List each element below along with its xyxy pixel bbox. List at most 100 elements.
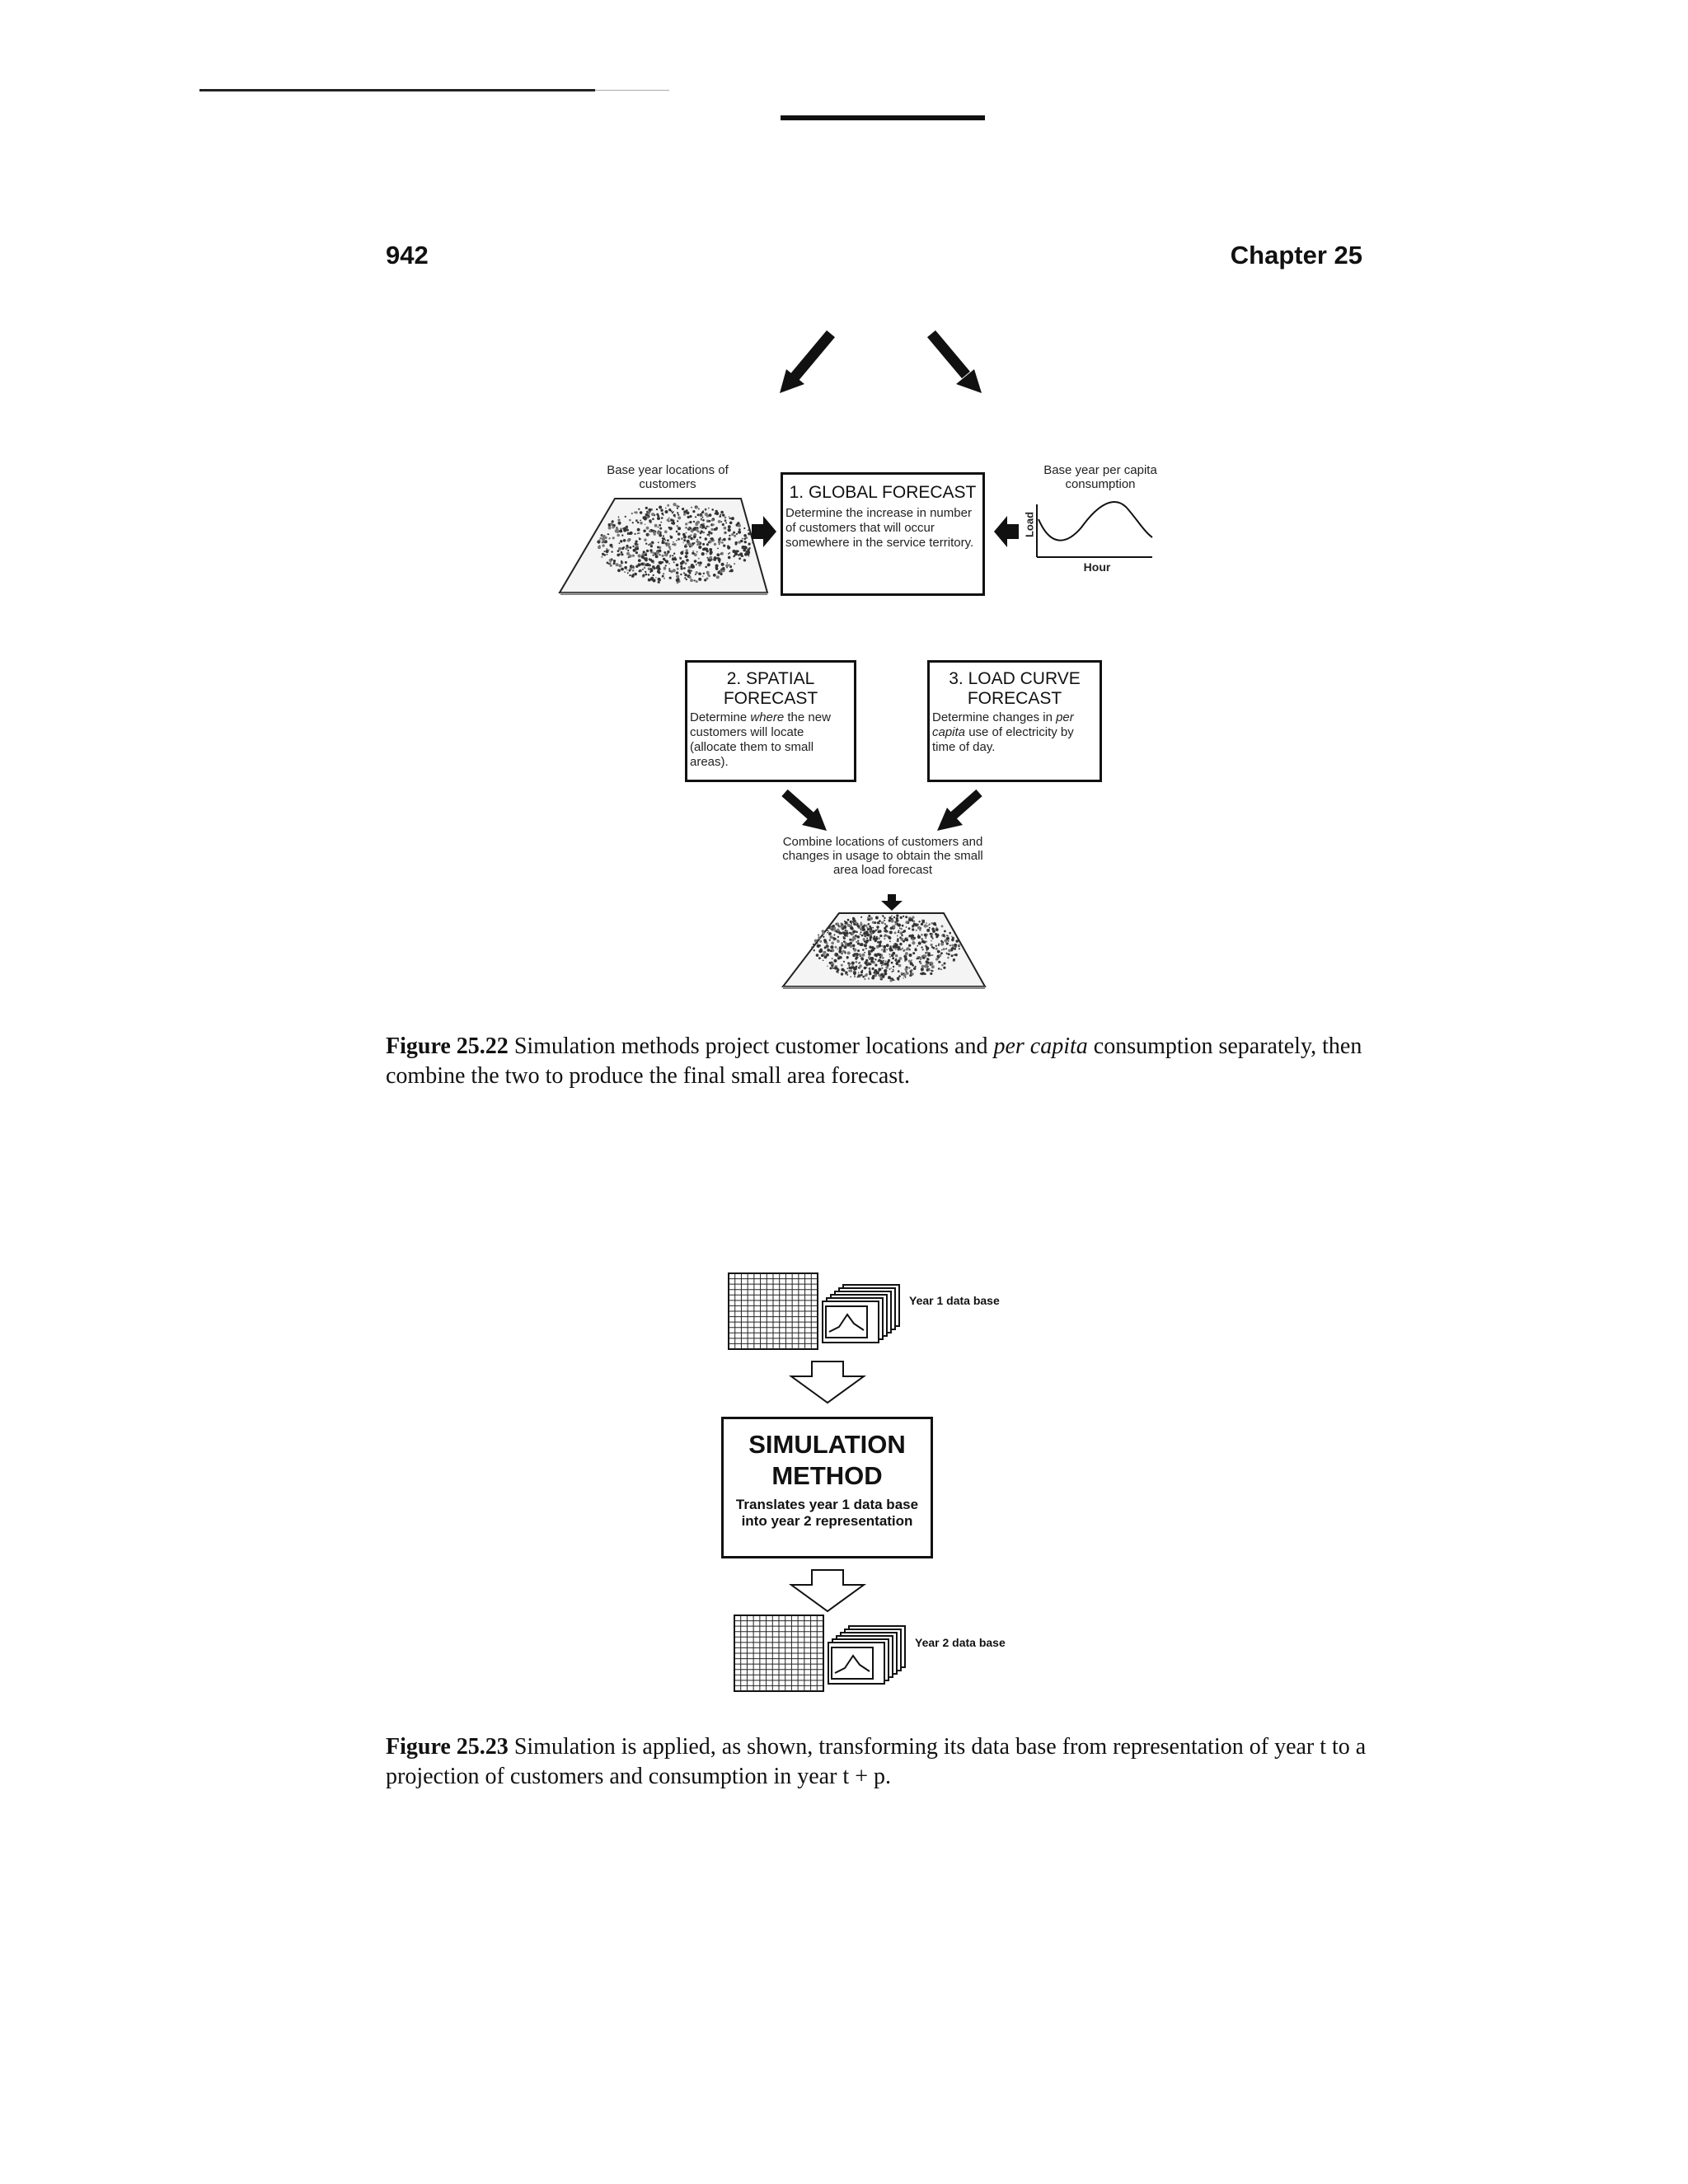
scatter-dot bbox=[838, 946, 842, 950]
scatter-dot bbox=[695, 506, 698, 509]
scatter-dot bbox=[892, 965, 895, 968]
scatter-dot bbox=[710, 537, 714, 541]
scatter-dot bbox=[684, 562, 687, 565]
scatter-dot bbox=[893, 943, 895, 945]
scatter-dot bbox=[678, 505, 680, 508]
scatter-dot bbox=[685, 523, 688, 526]
scatter-dot bbox=[895, 958, 898, 960]
scatter-dot bbox=[637, 559, 641, 562]
scatter-dot bbox=[948, 949, 951, 953]
scatter-dot bbox=[662, 573, 665, 575]
scatter-dot bbox=[743, 537, 746, 541]
scatter-dot bbox=[860, 916, 863, 918]
scatter-dot bbox=[645, 573, 648, 576]
scatter-dot bbox=[921, 964, 925, 968]
scatter-dot bbox=[905, 952, 908, 955]
scatter-dot bbox=[940, 943, 943, 945]
scatter-dot bbox=[855, 957, 858, 960]
scatter-dot bbox=[881, 944, 884, 947]
scatter-dot bbox=[941, 949, 943, 951]
scatter-dot bbox=[617, 550, 620, 552]
scatter-dot bbox=[706, 543, 709, 546]
scatter-dot bbox=[884, 972, 888, 976]
scatter-dot bbox=[690, 569, 692, 572]
scatter-dot bbox=[889, 930, 893, 935]
scatter-dot bbox=[846, 956, 849, 959]
scatter-dot bbox=[640, 562, 644, 566]
scatter-dot bbox=[869, 945, 872, 949]
scatter-dot bbox=[654, 523, 658, 527]
scatter-dot bbox=[705, 527, 707, 530]
scatter-dot bbox=[706, 563, 710, 567]
axis-label-hour: Hour bbox=[1083, 560, 1111, 574]
scatter-dot bbox=[884, 930, 885, 932]
scatter-dot bbox=[682, 541, 684, 544]
scatter-dot bbox=[673, 513, 676, 517]
scatter-dot bbox=[678, 513, 680, 516]
scatter-dot bbox=[928, 968, 931, 972]
scatter-dot bbox=[638, 508, 640, 510]
scatter-dot bbox=[947, 940, 950, 942]
scatter-dot bbox=[946, 935, 948, 936]
top-rule-fade bbox=[595, 90, 669, 91]
scatter-dot bbox=[859, 933, 861, 935]
scatter-dot bbox=[898, 947, 901, 950]
scatter-dot bbox=[953, 958, 955, 961]
scatter-dot bbox=[873, 971, 876, 974]
scatter-dot bbox=[752, 541, 753, 544]
scatter-dot bbox=[645, 563, 649, 567]
scatter-dot bbox=[852, 916, 855, 920]
scatter-dot bbox=[743, 559, 747, 562]
scatter-dot bbox=[890, 919, 894, 923]
scatter-dot bbox=[717, 547, 719, 550]
scatter-dot bbox=[610, 523, 613, 526]
scatter-dot bbox=[699, 536, 701, 539]
scatter-dot bbox=[923, 919, 925, 921]
scatter-dot bbox=[833, 935, 836, 936]
scatter-dot bbox=[823, 950, 827, 954]
scatter-dot bbox=[716, 557, 719, 560]
scatter-dot bbox=[709, 552, 712, 555]
scatter-dot bbox=[657, 546, 659, 549]
scatter-dot bbox=[842, 937, 845, 940]
scatter-dot bbox=[690, 544, 693, 547]
scatter-dot bbox=[646, 516, 649, 519]
scatter-dot bbox=[846, 968, 849, 969]
scatter-dot bbox=[677, 578, 680, 581]
scatter-dot bbox=[921, 919, 923, 921]
scatter-dot bbox=[914, 965, 917, 968]
scatter-dot bbox=[603, 541, 604, 542]
scatter-dot bbox=[893, 943, 898, 946]
scatter-dot bbox=[837, 948, 839, 950]
scatter-dot bbox=[705, 565, 707, 569]
scatter-dot bbox=[911, 972, 914, 976]
scatter-dot bbox=[837, 957, 841, 960]
scatter-dot bbox=[660, 509, 663, 512]
scatter-dot bbox=[724, 532, 727, 534]
scatter-dot bbox=[907, 927, 911, 930]
scatter-dot bbox=[693, 553, 697, 557]
scatter-dot bbox=[889, 916, 892, 920]
scatter-dot bbox=[690, 537, 693, 541]
scatter-dot bbox=[843, 920, 846, 922]
scatter-dot bbox=[648, 508, 652, 512]
scatter-dot bbox=[889, 955, 892, 958]
scatter-dot bbox=[632, 548, 636, 552]
scatter-dot bbox=[938, 943, 940, 945]
scatter-dot bbox=[958, 944, 960, 947]
scatter-dot bbox=[647, 567, 651, 571]
scatter-dot bbox=[659, 579, 661, 582]
scatter-dot bbox=[868, 963, 871, 966]
scatter-dot bbox=[826, 953, 829, 957]
scatter-dot bbox=[923, 972, 926, 975]
scatter-dot bbox=[832, 926, 837, 930]
scatter-dot bbox=[720, 569, 723, 574]
scatter-dot bbox=[673, 541, 674, 543]
scatter-dot bbox=[827, 931, 828, 934]
scatter-dot bbox=[874, 953, 878, 957]
scatter-dot bbox=[896, 940, 898, 942]
scatter-dot bbox=[881, 956, 884, 959]
scatter-dot bbox=[884, 926, 887, 928]
scatter-dot bbox=[884, 962, 888, 966]
scatter-dot bbox=[639, 511, 643, 514]
